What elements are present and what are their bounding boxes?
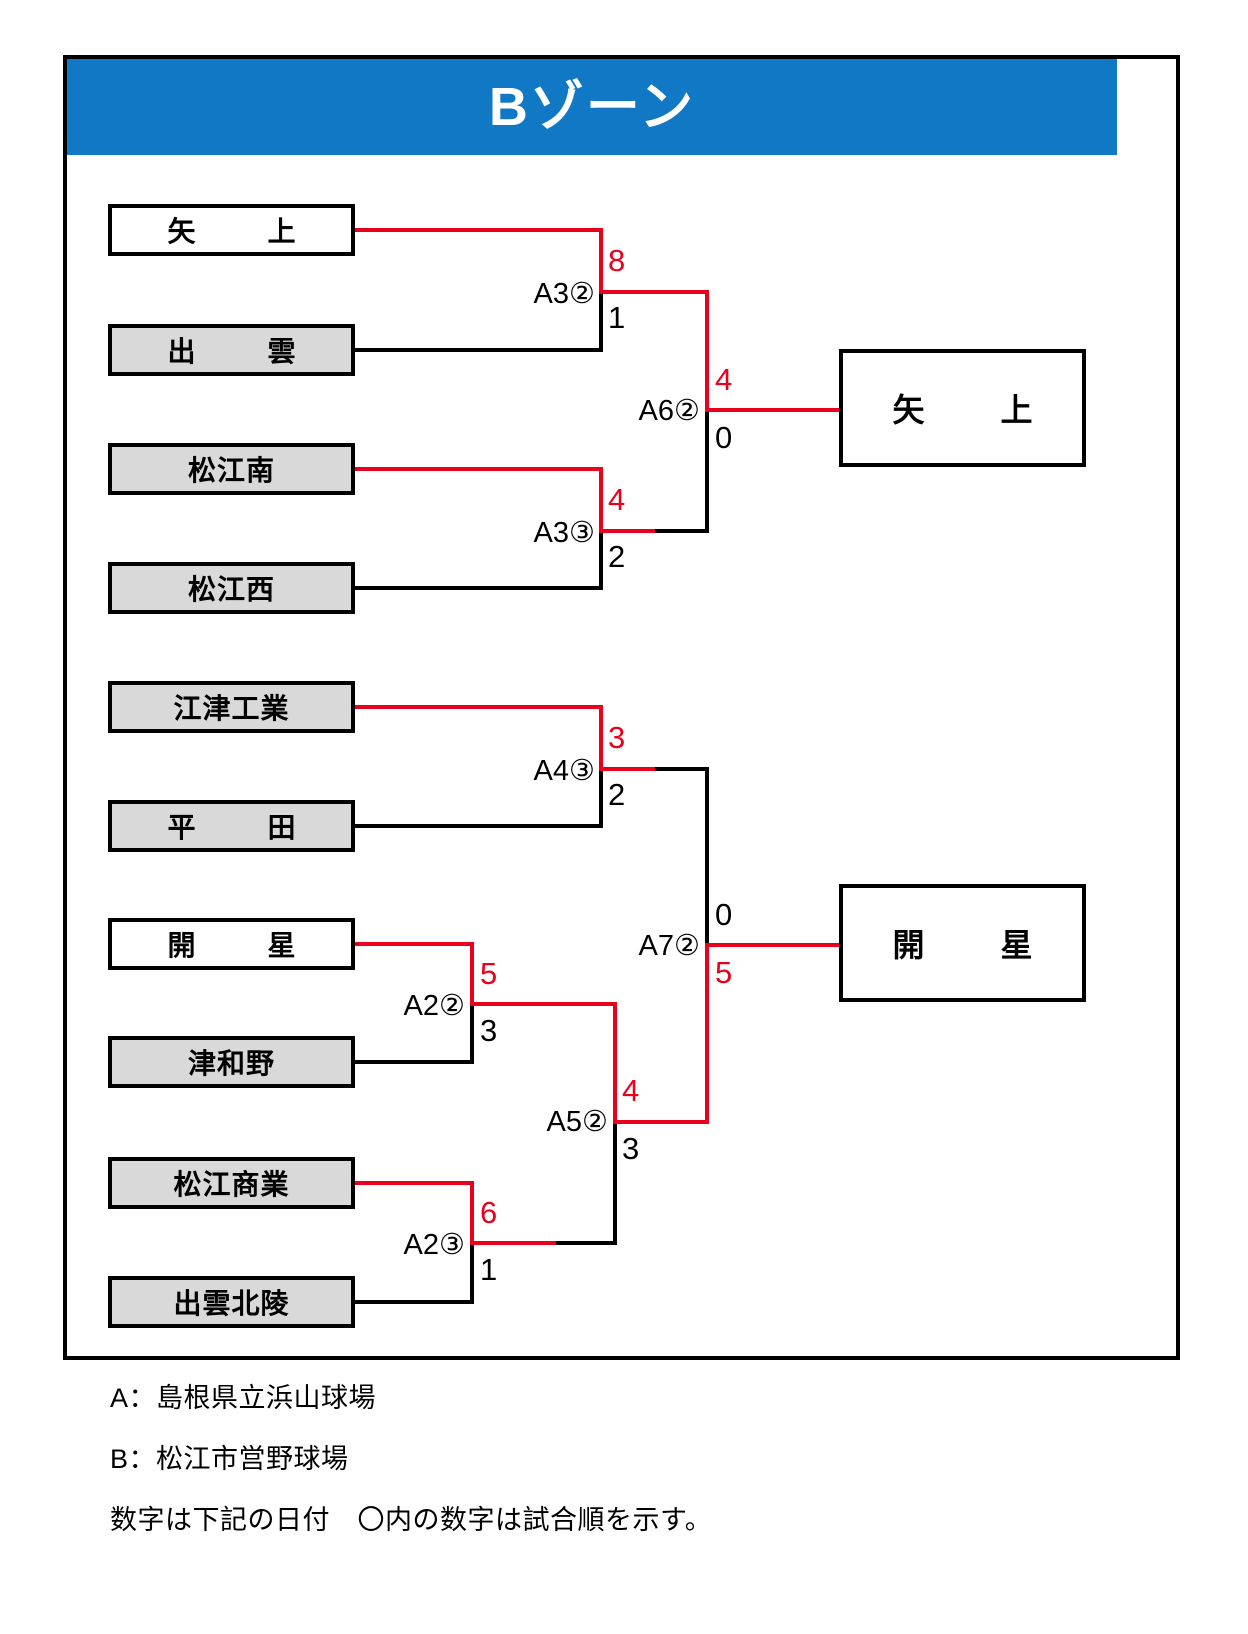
score-a4-3-bottom: 2 [608, 777, 626, 812]
match-label-a2-2: A2② [403, 990, 465, 1022]
line-a3-2-to-a6-2 [599, 290, 709, 294]
score-a7-2-bottom: 5 [715, 955, 733, 990]
match-label-a7-2: A7② [638, 930, 700, 962]
connector-a2-2-bottom [470, 1002, 474, 1064]
page-title: Bゾーン [488, 77, 696, 137]
score-a5-2-bottom: 3 [622, 1131, 640, 1166]
match-label-a4-3: A4③ [533, 755, 595, 787]
score-a6-2-top: 4 [715, 362, 733, 397]
line-a7-2-to-winner [705, 943, 841, 947]
score-a3-2-bottom: 1 [608, 300, 626, 335]
score-a2-2-top: 5 [480, 956, 498, 991]
match-label-a6-2: A6② [638, 395, 700, 427]
connector-a2-2-top [470, 942, 474, 1002]
score-a4-3-top: 3 [608, 720, 626, 755]
match-label-a3-2: A3② [533, 278, 595, 310]
winner-box-bottom[interactable]: 開 星 [839, 884, 1086, 1002]
line-a3-3-to-a6-2 [655, 529, 709, 533]
team-box-yagami-top[interactable]: 矢 上 [108, 204, 355, 256]
score-a3-2-top: 8 [608, 243, 626, 278]
line-a4-3-to-a7-2 [655, 767, 709, 771]
line-a4-3-to-a7-2-red [599, 767, 655, 771]
line-a2-3-to-a5-2-red [470, 1241, 558, 1245]
connector-a4-3-bottom [599, 767, 603, 828]
score-a7-2-top: 0 [715, 897, 733, 932]
match-label-a2-3: A2③ [403, 1229, 465, 1261]
score-a2-3-top: 6 [480, 1195, 498, 1230]
connector-a3-3-bottom [599, 529, 603, 590]
line-izumo-to-a3-2 [355, 348, 603, 352]
score-a3-3-top: 4 [608, 482, 626, 517]
score-a2-3-bottom: 1 [480, 1252, 498, 1287]
connector-a7-2-bottom [705, 943, 709, 1123]
line-matsue-shogyo-to-a2-3 [355, 1181, 474, 1185]
connector-a3-2-bottom [599, 290, 603, 352]
line-yagami-to-a3-2 [355, 228, 603, 232]
note-legend: 数字は下記の日付 〇内の数字は試合順を示す。 [110, 1505, 713, 1535]
match-label-a3-3: A3③ [533, 517, 595, 549]
team-box-matsue-shogyo[interactable]: 松江商業 [108, 1157, 355, 1209]
connector-a5-2-top [613, 1002, 617, 1120]
team-box-izumo-hokuryo[interactable]: 出雲北陵 [108, 1276, 355, 1328]
line-a6-2-to-winner [705, 408, 841, 412]
line-matsue-minami-to-a3-3 [355, 467, 603, 471]
line-hirata-to-a4-3 [355, 824, 603, 828]
connector-a3-2-top [599, 228, 603, 290]
line-a5-2-to-a7-2 [613, 1120, 709, 1124]
line-a2-3-to-a5-2 [556, 1241, 617, 1245]
connector-a6-2-bottom [705, 410, 709, 533]
score-a3-3-bottom: 2 [608, 539, 626, 574]
score-a5-2-top: 4 [622, 1073, 640, 1108]
note-venue-a: A：島根県立浜山球場 [110, 1383, 377, 1413]
zone-title-banner: Bゾーン [67, 59, 1117, 155]
line-kaisei-to-a2-2 [355, 942, 474, 946]
connector-a6-2-top [705, 290, 709, 410]
line-izumo-hokuryo-to-a2-3 [355, 1300, 474, 1304]
line-gotsu-to-a4-3 [355, 705, 603, 709]
line-matsue-nishi-to-a3-3 [355, 586, 603, 590]
team-box-tsuwano[interactable]: 津和野 [108, 1036, 355, 1088]
winner-box-top[interactable]: 矢 上 [839, 349, 1086, 467]
connector-a3-3-top [599, 467, 603, 529]
connector-a2-3-bottom [470, 1241, 474, 1303]
team-box-matsue-minami[interactable]: 松江南 [108, 443, 355, 495]
line-tsuwano-to-a2-2 [355, 1060, 474, 1064]
team-box-kaisei[interactable]: 開 星 [108, 918, 355, 970]
team-box-izumo[interactable]: 出 雲 [108, 324, 355, 376]
match-label-a5-2: A5② [546, 1106, 608, 1138]
score-a2-2-bottom: 3 [480, 1013, 498, 1048]
team-box-hirata[interactable]: 平 田 [108, 800, 355, 852]
note-venue-b: B：松江市営野球場 [110, 1444, 349, 1474]
connector-a5-2-bottom [613, 1120, 617, 1245]
line-a3-3-to-a6-2-red [599, 529, 655, 533]
team-box-matsue-nishi[interactable]: 松江西 [108, 562, 355, 614]
team-box-gotsu-kogyo[interactable]: 江津工業 [108, 681, 355, 733]
connector-a4-3-top [599, 705, 603, 767]
connector-a2-3-top [470, 1181, 474, 1241]
score-a6-2-bottom: 0 [715, 420, 733, 455]
connector-a7-2-top [705, 767, 709, 945]
line-a2-2-to-a5-2 [470, 1002, 617, 1006]
